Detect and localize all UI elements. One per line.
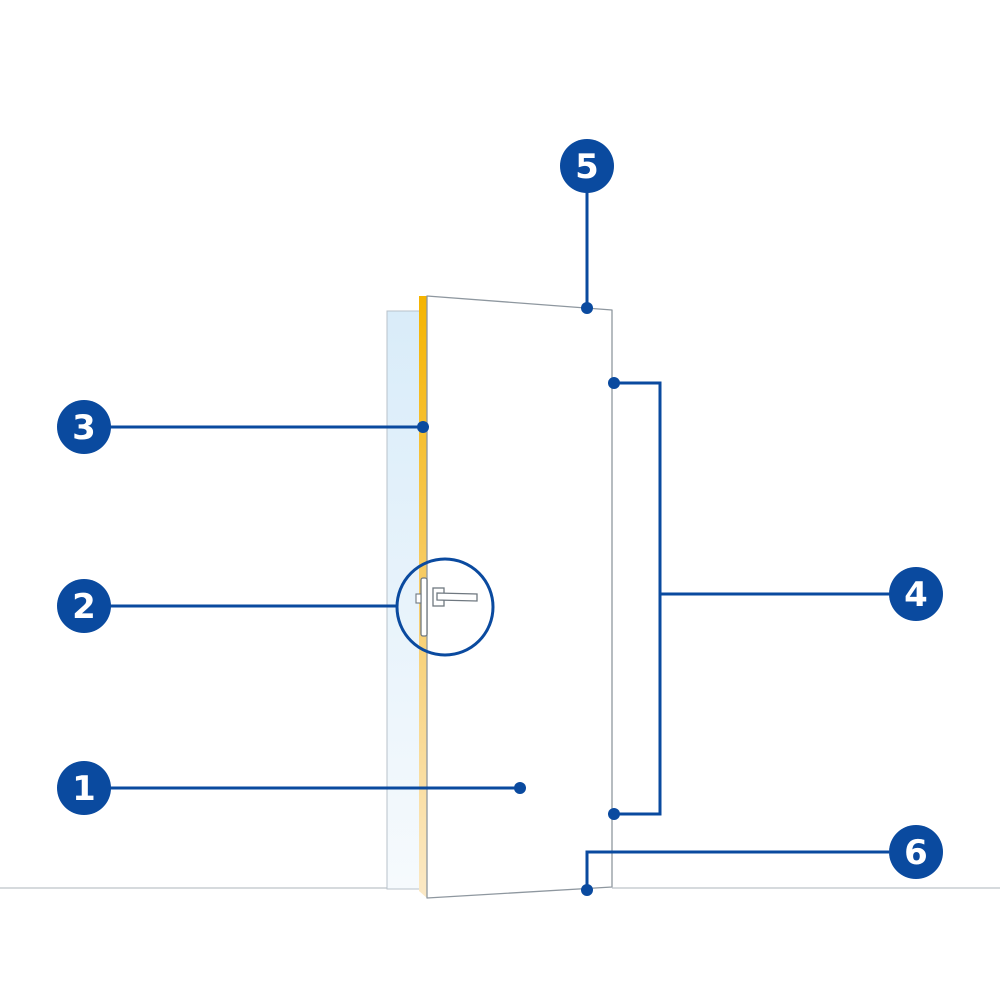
- svg-text:1: 1: [72, 769, 96, 809]
- callout-badge-1: 1: [57, 761, 111, 815]
- callout-4-dot-bottom: [608, 808, 620, 820]
- lock-plate: [420, 577, 428, 637]
- svg-text:4: 4: [904, 575, 928, 615]
- callout-badge-4: 4: [889, 567, 943, 621]
- callout-6-dot: [581, 884, 593, 896]
- lock-latch: [415, 593, 422, 604]
- callout-badge-2: 2: [57, 579, 111, 633]
- callout-badge-3: 3: [57, 400, 111, 454]
- callout-badge-5: 5: [560, 139, 614, 193]
- svg-text:5: 5: [575, 147, 599, 187]
- door-frame-glass: [386, 310, 421, 890]
- door-leaf: [426, 295, 613, 899]
- callout-5-dot: [581, 302, 593, 314]
- callout-3-dot: [417, 421, 429, 433]
- svg-text:2: 2: [72, 587, 96, 627]
- svg-text:3: 3: [72, 408, 96, 448]
- door-handle-icon: [432, 587, 478, 607]
- callout-connectors: [110, 190, 890, 890]
- svg-text:6: 6: [904, 833, 928, 873]
- callout-1-dot: [514, 782, 526, 794]
- callout-4-dot-top: [608, 377, 620, 389]
- callout-badge-6: 6: [889, 825, 943, 879]
